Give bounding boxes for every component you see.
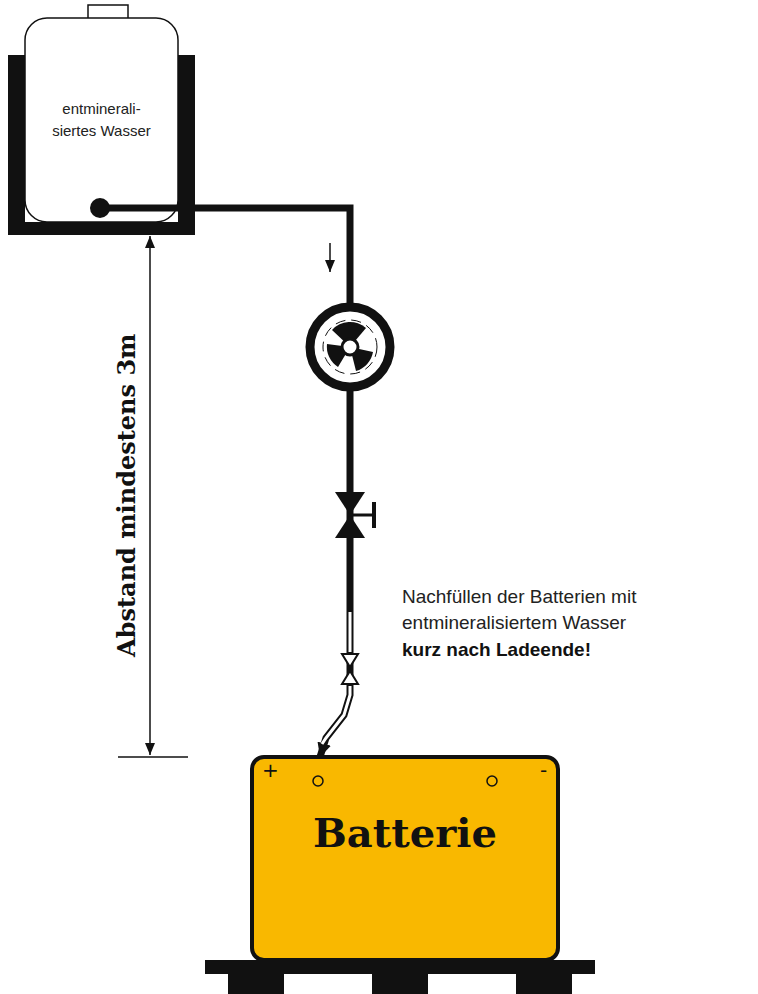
valve-handle [350, 514, 374, 517]
water-tank: entminerali- siertes Wasser [25, 18, 178, 222]
coupling-symbol [342, 671, 358, 684]
battery-box: Batterie [252, 757, 558, 960]
note-warning: kurz nach Ladeende! [402, 637, 591, 663]
tank-body [25, 18, 178, 222]
outlet-dot [90, 198, 110, 218]
dimension-line [149, 236, 151, 755]
valve-symbol [335, 515, 365, 538]
water-line [178, 208, 350, 757]
tank-lid [88, 5, 128, 19]
outlet-pipe [100, 205, 180, 212]
valve-handle [372, 502, 376, 528]
pallet [228, 974, 284, 994]
dimension-label: Abstand mindestens 3m [111, 333, 143, 656]
tank-stand [8, 222, 195, 235]
pallet [205, 960, 595, 974]
node-text: entminerali- siertes Wasser [44, 98, 159, 142]
terminal-minus: - [540, 757, 547, 784]
pump-symbol [310, 307, 390, 387]
hose [322, 686, 350, 744]
node-text: Batterie [313, 809, 497, 856]
battery-terminal [313, 776, 323, 786]
pallet [516, 974, 572, 994]
battery-terminal [487, 776, 497, 786]
tank-stand [8, 55, 25, 235]
note-text: Nachfüllen der Batterien mit entminerali… [402, 584, 722, 635]
coupling-symbol [342, 654, 358, 667]
pallet [372, 974, 428, 994]
tank-stand [178, 55, 195, 235]
hose [349, 612, 352, 652]
valve-symbol [335, 492, 365, 515]
pump-hub [342, 339, 358, 355]
dimension-tick [118, 756, 188, 758]
flow-arrow [329, 243, 331, 272]
terminal-plus: + [262, 757, 279, 784]
battery-body [252, 757, 558, 960]
pump-rotation [323, 320, 377, 374]
